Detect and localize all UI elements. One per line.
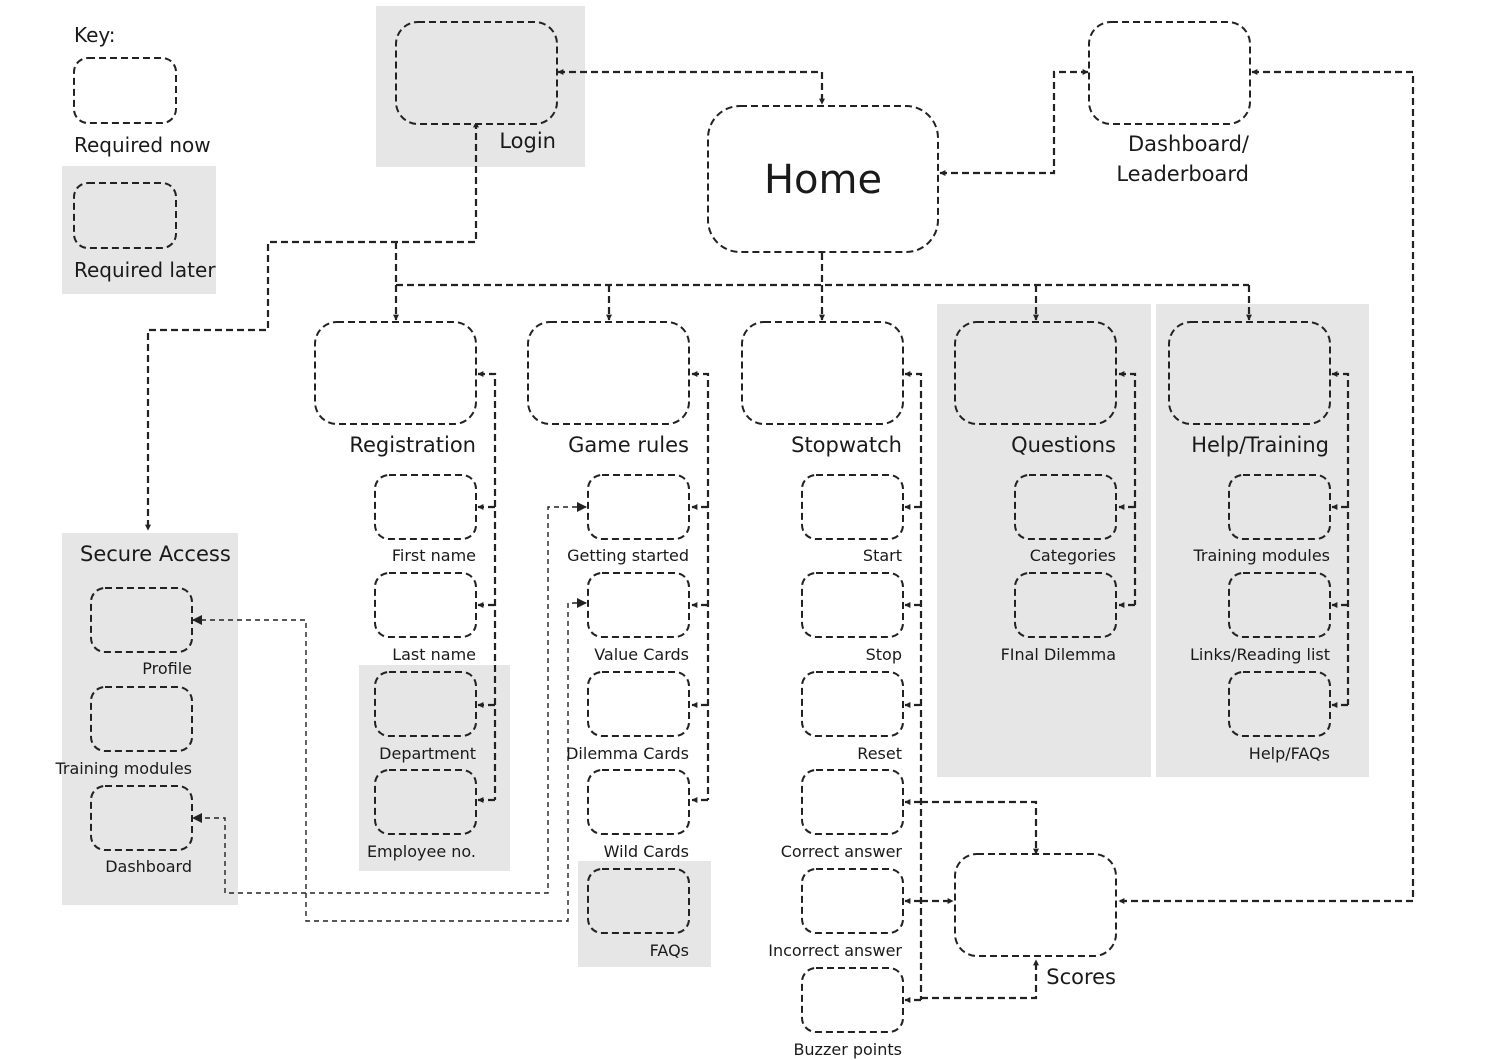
dashboard-box[interactable] [1088,21,1251,125]
dilemma-cards-label: Dilemma Cards [566,744,689,763]
main-nodes: Login Home Dashboard/ Leaderboard Regist… [80,21,1331,989]
stop-box[interactable] [801,572,904,638]
wild-cards-label: Wild Cards [604,842,689,861]
scores-label: Scores [1046,965,1116,989]
correct-scores-link [921,800,1039,855]
dashboard-label-1: Dashboard/ [1128,132,1250,156]
categories-box[interactable] [1014,474,1117,540]
help-training-box[interactable] [1168,321,1331,425]
registration-box[interactable] [314,321,477,425]
faqs-label: FAQs [650,941,689,960]
login-box[interactable] [395,21,558,125]
key-legend: Key: Required now Required later [73,23,216,282]
game-rules-label: Game rules [568,433,689,457]
buzzer-points-label: Buzzer points [793,1040,902,1059]
home-box[interactable] [707,105,939,253]
questions-label: Questions [1011,433,1116,457]
stop-label: Stop [866,645,902,664]
start-label: Start [863,546,902,565]
final-dilemma-label: FInal Dilemma [1001,645,1116,664]
stopwatch-bus [904,371,923,1000]
game-rules-box[interactable] [527,321,690,425]
sa-dashboard-label: Dashboard [105,857,192,876]
home-dashboard-link [939,69,1089,176]
questions-bus [1118,371,1137,605]
help-training-label: Help/Training [1191,433,1329,457]
dilemma-cards-box[interactable] [587,671,690,737]
key-now-swatch [73,57,177,124]
getting-started-label: Getting started [567,546,689,565]
reset-box[interactable] [801,671,904,737]
home-label: Home [764,157,882,203]
correct-answer-label: Correct answer [781,842,903,861]
login-secure-link [145,121,479,531]
faqs-box[interactable] [587,868,690,934]
key-title: Key: [74,23,116,47]
key-required-now: Required now [74,133,211,157]
questions-box[interactable] [954,321,1117,425]
key-required-later: Required later [74,258,216,282]
reset-label: Reset [857,744,902,763]
secure-access-label: Secure Access [80,542,231,566]
employee-no-box[interactable] [374,769,477,835]
incorrect-answer-label: Incorrect answer [768,941,902,960]
incorrect-answer-box[interactable] [801,868,904,934]
final-dilemma-box[interactable] [1014,572,1117,638]
first-name-box[interactable] [374,474,477,540]
help-faqs-box[interactable] [1228,671,1331,737]
game-rules-bus [691,371,710,800]
correct-answer-box[interactable] [801,769,904,835]
stopwatch-box[interactable] [741,321,904,425]
buzzer-points-box[interactable] [801,967,904,1033]
sa-training-modules-label: Training modules [54,759,192,778]
profile-label: Profile [142,659,192,678]
connectors [145,69,1415,1003]
start-box[interactable] [801,474,904,540]
login-home-link [557,69,825,105]
employee-no-label: Employee no. [367,842,476,861]
login-label: Login [499,129,556,153]
scores-box[interactable] [954,853,1117,957]
value-cards-box[interactable] [587,572,690,638]
value-cards-label: Value Cards [594,645,689,664]
last-name-box[interactable] [374,572,477,638]
dashboard-scores-link [1118,69,1415,904]
training-modules-label: Training modules [1192,546,1330,565]
wild-cards-box[interactable] [587,769,690,835]
sa-dashboard-box[interactable] [90,785,193,851]
department-label: Department [379,744,476,763]
dashboard-label-2: Leaderboard [1116,162,1249,186]
buzzer-scores-link [921,959,1039,1000]
last-name-label: Last name [392,645,476,664]
first-name-label: First name [392,546,476,565]
help-bus [1331,371,1350,705]
profile-box[interactable] [90,587,193,653]
sa-training-modules-box[interactable] [90,686,193,752]
help-faqs-label: Help/FAQs [1249,744,1330,763]
training-modules-box[interactable] [1228,474,1331,540]
key-later-swatch [73,182,177,249]
getting-started-dashboard-link [192,502,587,894]
links-reading-label: Links/Reading list [1190,645,1330,664]
registration-label: Registration [349,433,476,457]
getting-started-box[interactable] [587,474,690,540]
stopwatch-label: Stopwatch [791,433,902,457]
department-box[interactable] [374,671,477,737]
child-nodes: First name Last name Department Employee… [54,474,1331,1059]
links-reading-box[interactable] [1228,572,1331,638]
categories-label: Categories [1030,546,1116,565]
